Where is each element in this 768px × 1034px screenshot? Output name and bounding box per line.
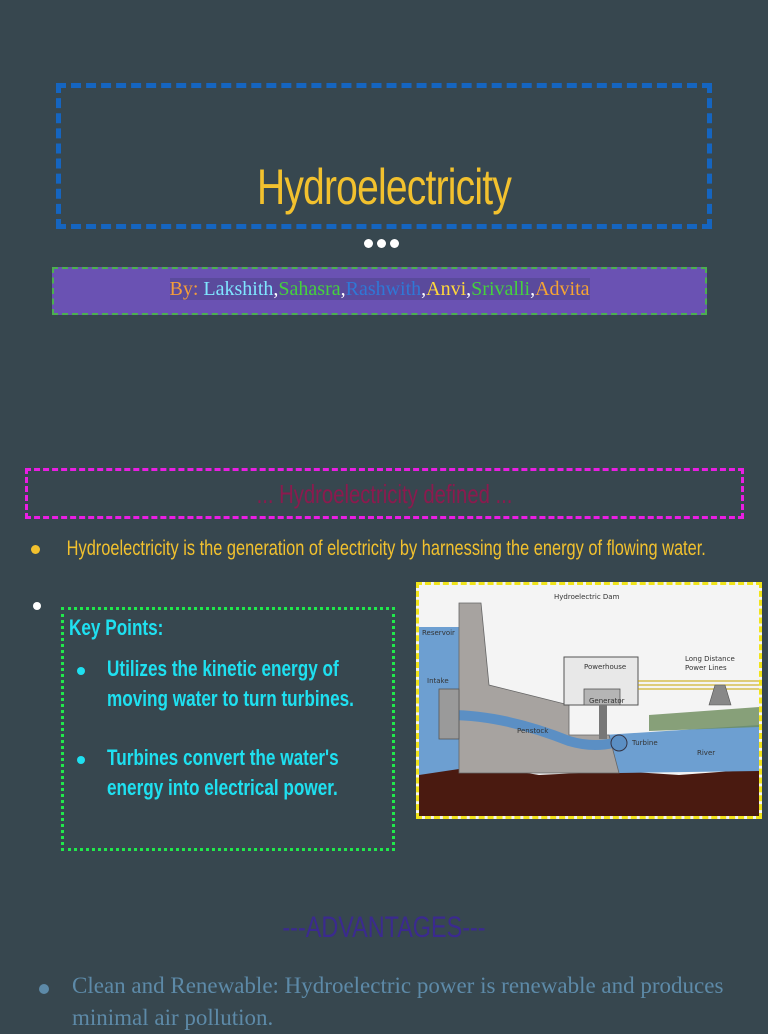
bullet-icon: [31, 545, 40, 554]
bullet-icon: [39, 984, 49, 994]
key-point-item: Turbines convert the water's energy into…: [107, 745, 339, 800]
diagram-label: Penstock: [517, 727, 549, 735]
diagram-label: Power Lines: [685, 664, 727, 672]
authors-by-label: By:: [169, 278, 204, 300]
authors-line: By: Lakshith,Sahasra,Rashwith,Anvi,Sriva…: [169, 278, 590, 300]
author-name: Anvi: [426, 278, 467, 300]
authors-banner: By: Lakshith,Sahasra,Rashwith,Anvi,Sriva…: [52, 267, 707, 315]
bullet-icon: [77, 667, 85, 675]
title-frame: [56, 83, 712, 229]
more-options-icon[interactable]: [364, 239, 399, 248]
key-point-item: Utilizes the kinetic energy of moving wa…: [107, 656, 354, 711]
key-points-title: Key Points:: [69, 615, 164, 640]
bullet-icon: [77, 756, 85, 764]
diagram-title: Hydroelectric Dam: [554, 593, 620, 601]
author-name: Lakshith: [203, 278, 274, 300]
key-points-frame: [61, 607, 395, 851]
author-name: Srivalli: [471, 278, 531, 300]
advantages-heading: ---ADVANTAGES---: [282, 911, 486, 944]
author-name: Rashwith: [345, 278, 422, 300]
diagram-label: Powerhouse: [584, 663, 626, 671]
bullet-icon: [33, 602, 41, 610]
definition-heading: ... Hydroelectricity defined ...: [256, 479, 513, 509]
definition-frame: [25, 468, 744, 519]
author-name: Advita: [535, 278, 590, 300]
advantage-item: Clean and Renewable: Hydroelectric power…: [72, 973, 724, 1030]
page-title: Hydroelectricity: [256, 159, 512, 215]
author-name: Sahasra: [278, 278, 341, 300]
diagram-label: Intake: [427, 677, 449, 685]
diagram-label: Long Distance: [685, 655, 735, 663]
diagram-label: Turbine: [631, 739, 658, 747]
dam-illustration: Hydroelectric Dam Reservoir Intake Power…: [419, 585, 759, 816]
hydroelectric-dam-diagram: Hydroelectric Dam Reservoir Intake Power…: [416, 582, 762, 819]
definition-text: Hydroelectricity is the generation of el…: [66, 537, 706, 560]
diagram-label: River: [697, 749, 715, 757]
diagram-label: Reservoir: [422, 629, 455, 637]
diagram-label: Generator: [589, 697, 625, 705]
